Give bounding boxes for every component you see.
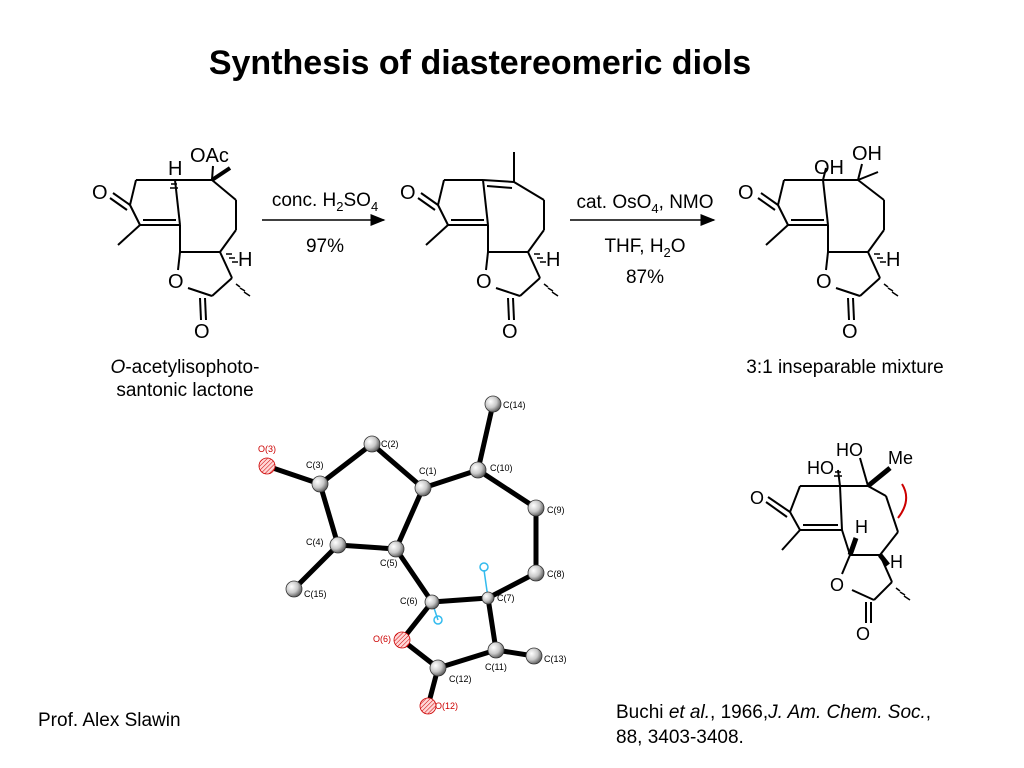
xray-label: O(3): [258, 444, 276, 454]
atom-label: O: [750, 488, 764, 508]
atom-label: Me: [888, 448, 913, 468]
xray-label: C(15): [304, 589, 327, 599]
xray-label: O(12): [435, 701, 458, 711]
atom-label: O: [168, 271, 184, 293]
atom-label: H: [238, 249, 252, 271]
atom-label: O: [816, 271, 832, 293]
xray-label: C(13): [544, 654, 567, 664]
xray-label: C(8): [547, 569, 565, 579]
step2-yield: 87%: [625, 267, 665, 288]
xray-label: C(4): [306, 537, 324, 547]
atom-label: OH: [852, 143, 882, 165]
step1-reagents: conc. H2SO4: [271, 190, 379, 214]
xray-label: C(7): [497, 593, 515, 603]
xray-label: C(10): [490, 463, 513, 473]
xray-label: C(2): [381, 439, 399, 449]
xray-label: C(6): [400, 596, 418, 606]
atom-label: OAc: [190, 145, 229, 167]
presenter-name: Prof. Alex Slawin: [38, 710, 181, 731]
atom-label: O: [830, 575, 844, 595]
molecule-intermediate: [417, 152, 545, 321]
atom-label: H: [886, 249, 900, 271]
atom-label: H: [890, 552, 903, 572]
step1-yield: 97%: [305, 236, 345, 257]
caption-product: 3:1 inseparable mixture: [746, 357, 944, 378]
molecule-starting-material: [109, 165, 237, 321]
atom-label: H: [546, 249, 560, 271]
atom-label: H: [855, 517, 868, 537]
xray-label: C(5): [380, 558, 398, 568]
xray-label: C(3): [306, 460, 324, 470]
atom-label: HO: [836, 440, 863, 460]
xray-label: C(12): [449, 674, 472, 684]
atom-label: HO: [807, 458, 834, 478]
atom-label: O: [476, 271, 492, 293]
interaction-arc: [897, 483, 908, 519]
atom-label: O: [92, 182, 108, 204]
step2-solvent: THF, H2O: [604, 236, 686, 260]
molecule-diol-product: [757, 163, 885, 321]
xray-label: C(14): [503, 400, 526, 410]
atom-label: O: [842, 321, 858, 343]
step2-reagents: cat. OsO4, NMO: [576, 192, 714, 216]
atom-label: OH: [814, 157, 844, 179]
atom-label: O: [502, 321, 518, 343]
literature-reference: Buchi et al., 1966,J. Am. Chem. Soc., 88…: [616, 702, 932, 748]
page-title: Synthesis of diastereomeric diols: [208, 44, 752, 82]
xray-label: C(9): [547, 505, 565, 515]
atom-label: H: [168, 158, 182, 180]
molecule-stereo-drawing: [765, 457, 899, 623]
xray-label: C(1): [419, 466, 437, 476]
atom-label: O: [400, 182, 416, 204]
atom-label: O: [856, 624, 870, 644]
xray-label: C(11): [485, 662, 507, 672]
caption-starting-material: O-acetylisophoto- santonic lactone: [110, 357, 260, 401]
atom-label: O: [738, 182, 754, 204]
atom-label: O: [194, 321, 210, 343]
xray-label: O(6): [373, 634, 391, 644]
